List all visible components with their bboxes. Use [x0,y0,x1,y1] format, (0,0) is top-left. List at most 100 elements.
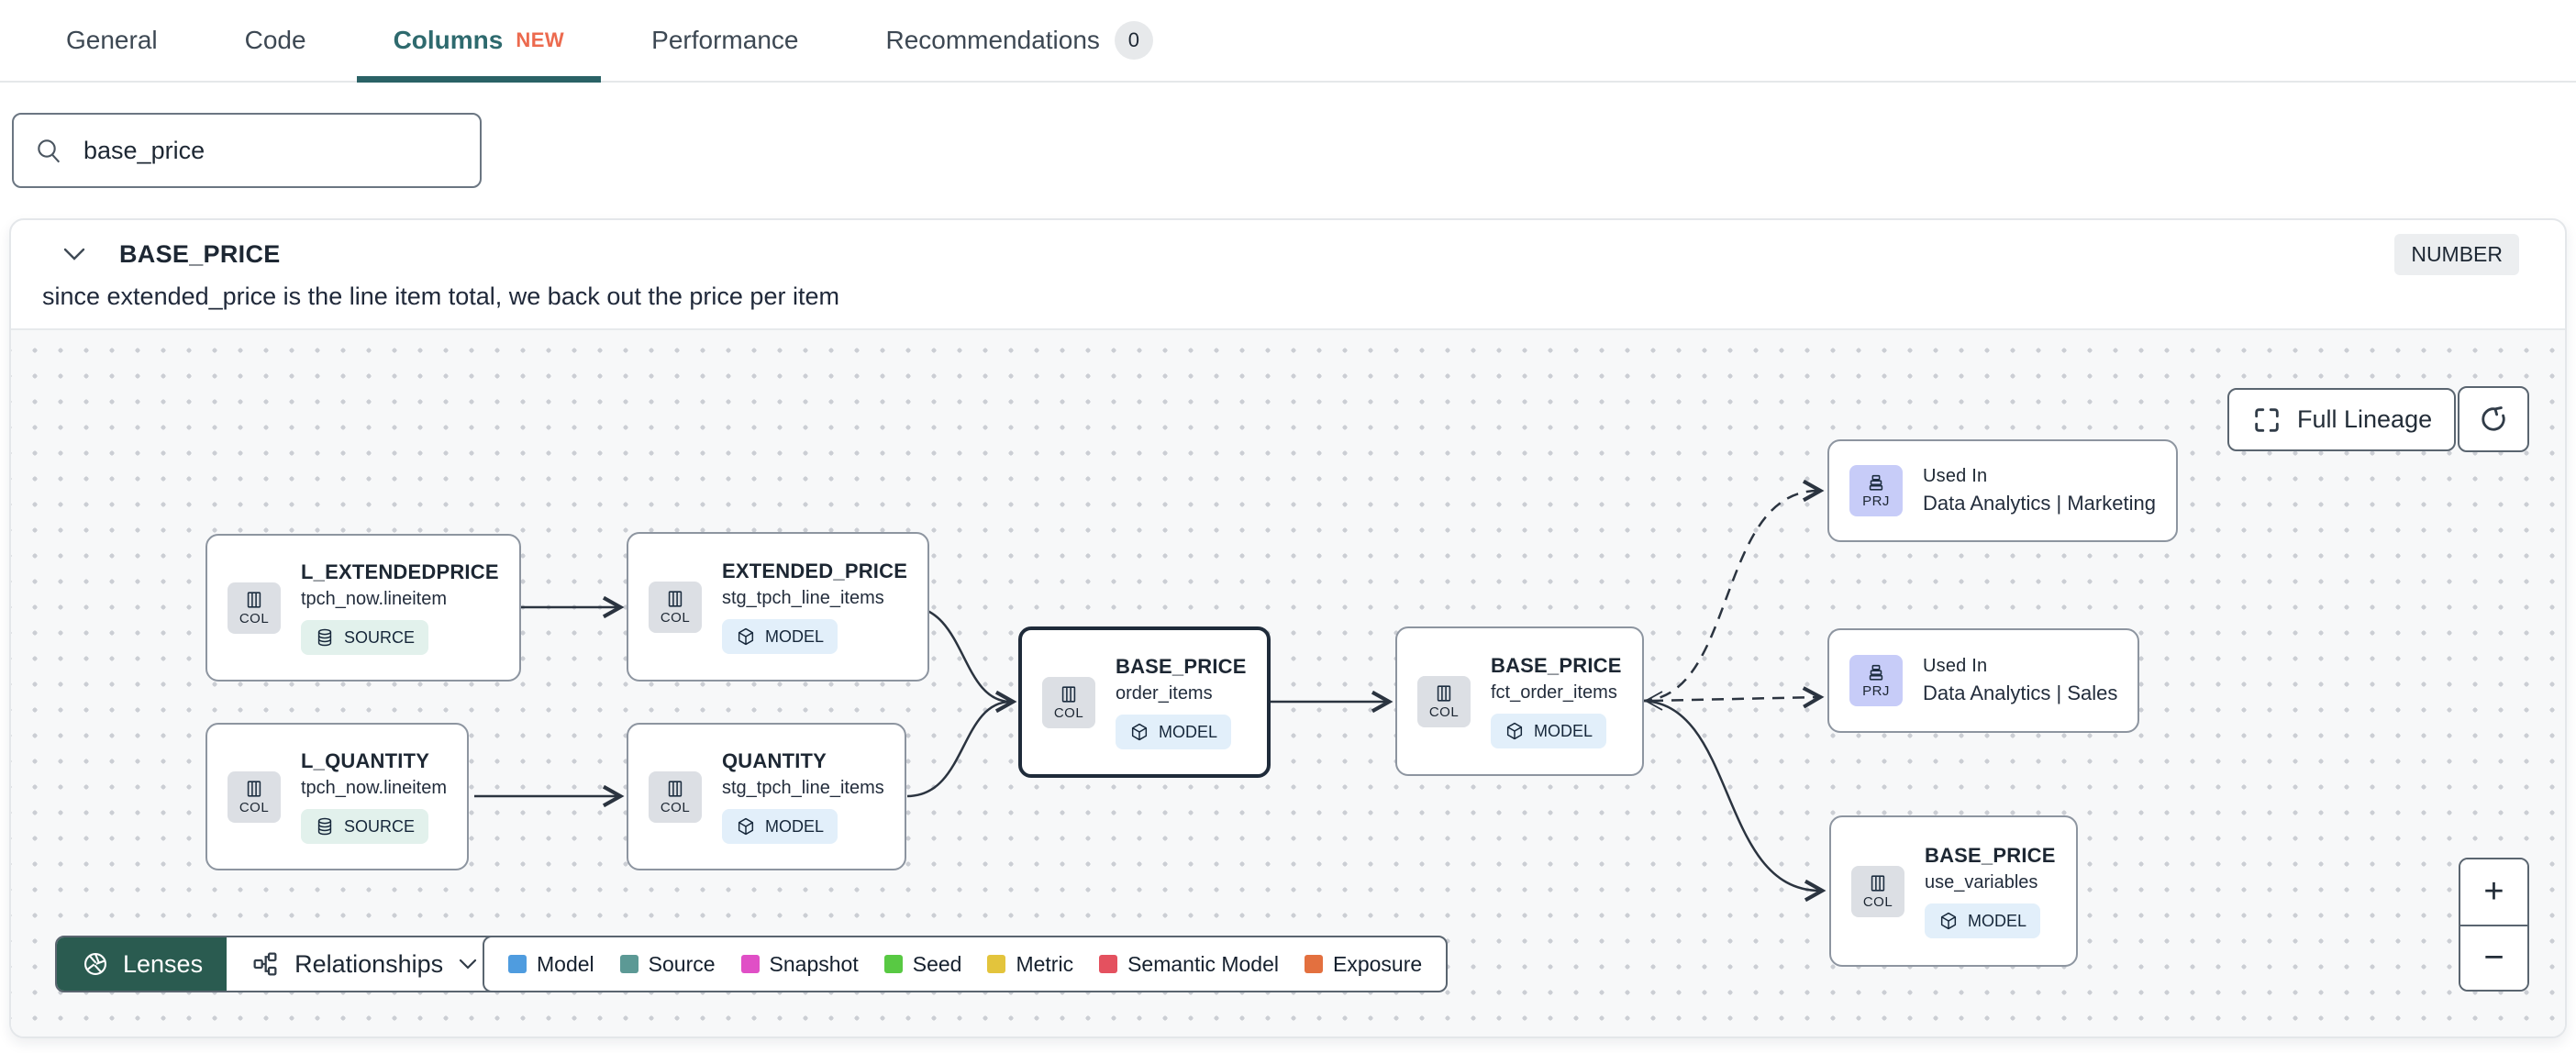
legend-item-metric: Metric [987,952,1073,977]
node-title: BASE_PRICE [1491,654,1622,677]
database-icon [315,816,335,837]
zoom-out-button[interactable]: − [2460,925,2527,990]
columns-icon [1868,873,1888,893]
node-subtitle: fct_order_items [1491,682,1617,703]
tab-bar: General Code Columns NEW Performance Rec… [0,0,2576,83]
column-kind-badge: COL [649,770,702,823]
full-lineage-button[interactable]: Full Lineage [2227,388,2457,451]
legend-item-seed: Seed [883,952,961,977]
tab-label: Columns [393,26,504,54]
node-title: QUANTITY [722,749,827,772]
tab-columns[interactable]: Columns NEW [356,0,602,83]
lineage-node-quantity[interactable]: COL QUANTITY stg_tpch_line_items MODEL [627,723,906,870]
lineage-node-used-in-marketing[interactable]: PRJ Used In Data Analytics | Marketing [1827,439,2178,542]
columns-icon [665,779,685,799]
search-box[interactable] [12,113,482,188]
database-icon [315,627,335,648]
column-header: BASE_PRICE NUMBER [62,233,2519,275]
legend-swatch [508,955,527,973]
refresh-button[interactable] [2458,386,2529,452]
model-badge: MODEL [1116,715,1232,749]
node-subtitle: Data Analytics | Marketing [1923,492,2156,515]
column-kind-badge: COL [649,581,702,633]
source-badge: SOURCE [301,809,429,844]
model-badge: MODEL [722,619,838,654]
columns-icon [1434,683,1454,704]
legend-swatch [987,955,1006,973]
node-subtitle: order_items [1116,683,1213,704]
columns-icon [1059,684,1079,704]
legend-item-snapshot: Snapshot [740,952,859,977]
cube-icon [1129,722,1149,742]
lineage-node-l-extendedprice[interactable]: COL L_EXTENDEDPRICE tpch_now.lineitem SO… [205,534,521,682]
lineage-node-base-price-fct-order-items[interactable]: COL BASE_PRICE fct_order_items MODEL [1395,626,1644,776]
tab-label: Recommendations [885,26,1100,54]
legend-swatch [883,955,903,973]
column-kind-badge: COL [1417,675,1471,727]
lineage-node-used-in-sales[interactable]: PRJ Used In Data Analytics | Sales [1827,628,2140,733]
tab-performance[interactable]: Performance [615,0,835,81]
model-badge: MODEL [1925,903,2041,938]
lineage-node-l-quantity[interactable]: COL L_QUANTITY tpch_now.lineitem SOURCE [205,723,469,870]
legend-swatch [740,955,760,973]
node-title: EXTENDED_PRICE [722,560,908,582]
zoom-in-button[interactable]: + [2460,859,2527,925]
legend-swatch [619,955,638,973]
lineage-node-extended-price[interactable]: COL EXTENDED_PRICE stg_tpch_line_items M… [627,532,930,682]
tab-label: Performance [651,26,799,54]
project-kind-badge: PRJ [1849,655,1903,706]
tab-label: General [66,26,158,54]
node-subtitle: use_variables [1925,872,2038,892]
tab-label: Code [244,26,306,54]
columns-icon [244,590,264,610]
legend-item-exposure: Exposure [1305,952,1422,977]
node-subtitle: stg_tpch_line_items [722,588,884,608]
source-badge: SOURCE [301,620,429,655]
chevron-down-icon[interactable] [62,247,86,261]
node-subtitle: stg_tpch_line_items [722,778,884,798]
columns-icon [244,779,264,799]
column-description: since extended_price is the line item to… [42,283,839,310]
column-kind-badge: COL [1851,865,1904,917]
model-badge: MODEL [1491,714,1607,748]
cube-icon [1938,911,1959,931]
node-subtitle: tpch_now.lineitem [301,778,447,798]
legend-swatch [1099,955,1118,973]
tab-general[interactable]: General [29,0,194,81]
tab-recommendations[interactable]: Recommendations 0 [849,0,1189,81]
fullscreen-icon [2251,405,2282,436]
stack-icon [1866,472,1886,493]
search-input[interactable] [82,135,460,166]
relationships-dropdown[interactable]: Relationships [227,937,503,991]
node-title: L_EXTENDEDPRICE [301,560,499,583]
column-panel: BASE_PRICE NUMBER since extended_price i… [9,218,2567,1038]
legend-item-semantic-model: Semantic Model [1099,952,1279,977]
search-row [0,83,2576,188]
column-kind-badge: COL [1042,676,1095,728]
stack-icon [1866,662,1886,682]
column-kind-badge: COL [228,770,281,823]
refresh-icon [2477,403,2510,436]
node-subtitle: tpch_now.lineitem [301,589,447,609]
cube-icon [736,816,756,837]
node-title: Used In [1923,656,1988,676]
search-icon [34,136,63,165]
column-kind-badge: COL [228,582,281,634]
node-title: BASE_PRICE [1116,655,1247,678]
new-badge: NEW [516,28,565,51]
project-kind-badge: PRJ [1849,465,1903,516]
lineage-node-base-price-order-items[interactable]: COL BASE_PRICE order_items MODEL [1018,626,1271,778]
lenses-button[interactable]: Lenses [57,937,228,991]
legend-swatch [1305,955,1323,973]
cube-icon [736,626,756,647]
legend-item-source: Source [619,952,716,977]
columns-icon [665,589,685,609]
aperture-icon [81,949,110,979]
zoom-controls: + − [2459,858,2529,992]
lineage-node-base-price-use-variables[interactable]: COL BASE_PRICE use_variables MODEL [1829,815,2078,967]
tab-code[interactable]: Code [208,0,343,81]
lineage-toolbar: Lenses Relationships [55,936,505,992]
legend-item-model: Model [508,952,594,977]
lineage-canvas[interactable]: COL L_EXTENDEDPRICE tpch_now.lineitem SO… [11,328,2565,1036]
node-type-legend: Model Source Snapshot Seed Metric Semant… [483,936,1449,992]
